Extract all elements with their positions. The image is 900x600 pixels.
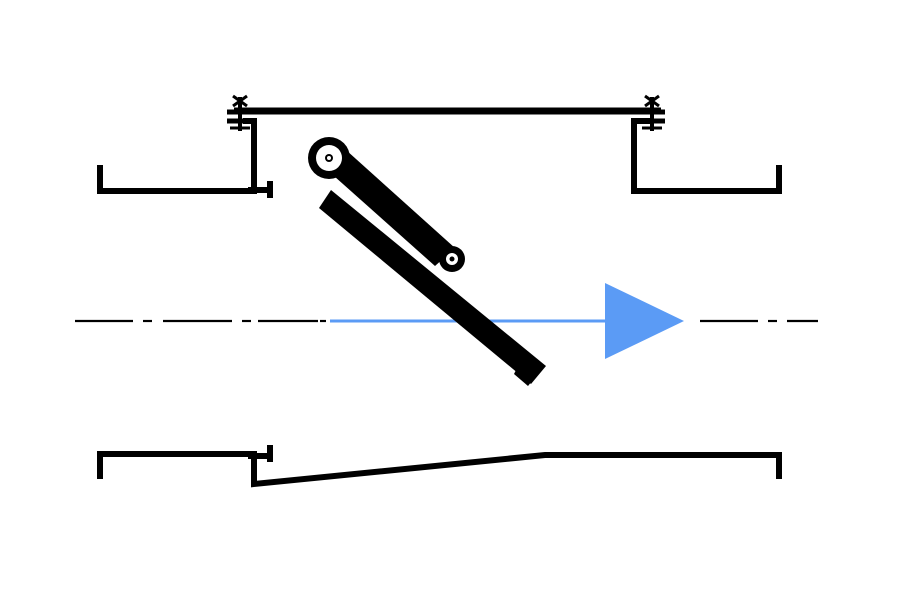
valve-body-lower: [97, 445, 782, 488]
bonnet-cover: [234, 107, 661, 115]
valve-body-upper: [97, 118, 782, 198]
hinge-pin: [308, 137, 350, 179]
bonnet-bolt-left: [227, 94, 254, 131]
bonnet-bolt-right: [638, 94, 665, 131]
valve-disc: [319, 190, 546, 386]
disc-arm: [325, 150, 465, 272]
